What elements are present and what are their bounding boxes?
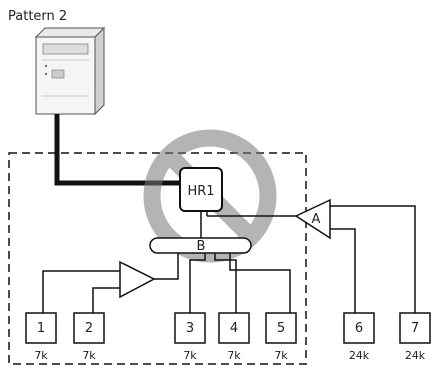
svg-text:4: 4	[230, 321, 238, 336]
svg-text:6: 6	[355, 321, 363, 336]
svg-text:7: 7	[411, 321, 419, 336]
svg-text:7k: 7k	[34, 349, 48, 362]
outdoor-unit-icon	[34, 26, 106, 116]
svg-text:5: 5	[277, 321, 285, 336]
svg-text:24k: 24k	[405, 349, 426, 362]
indoor-unit: 5 7k	[265, 312, 297, 362]
hr1-label: HR1	[187, 184, 214, 199]
indoor-unit: 1 7k	[25, 312, 57, 362]
svg-text:3: 3	[186, 321, 194, 336]
branch-a-label: A	[312, 212, 321, 227]
junction-b-label: B	[197, 239, 206, 254]
svg-text:7k: 7k	[183, 349, 197, 362]
indoor-zone-boundary	[8, 152, 307, 365]
indoor-unit: 7 24k	[399, 312, 431, 362]
svg-text:7k: 7k	[274, 349, 288, 362]
branch-a	[294, 198, 331, 240]
indoor-unit: 2 7k	[73, 312, 105, 362]
svg-text:7k: 7k	[227, 349, 241, 362]
svg-text:7k: 7k	[82, 349, 96, 362]
main-pipe	[54, 114, 180, 186]
indoor-unit: 3 7k	[174, 312, 206, 362]
pattern-title: Pattern 2	[8, 9, 67, 24]
indoor-unit: 4 7k	[218, 312, 250, 362]
branch-left	[119, 260, 156, 299]
svg-text:2: 2	[85, 321, 93, 336]
junction-b	[149, 237, 252, 254]
svg-text:24k: 24k	[349, 349, 370, 362]
indoor-unit: 6 24k	[343, 312, 375, 362]
svg-text:1: 1	[37, 321, 45, 336]
